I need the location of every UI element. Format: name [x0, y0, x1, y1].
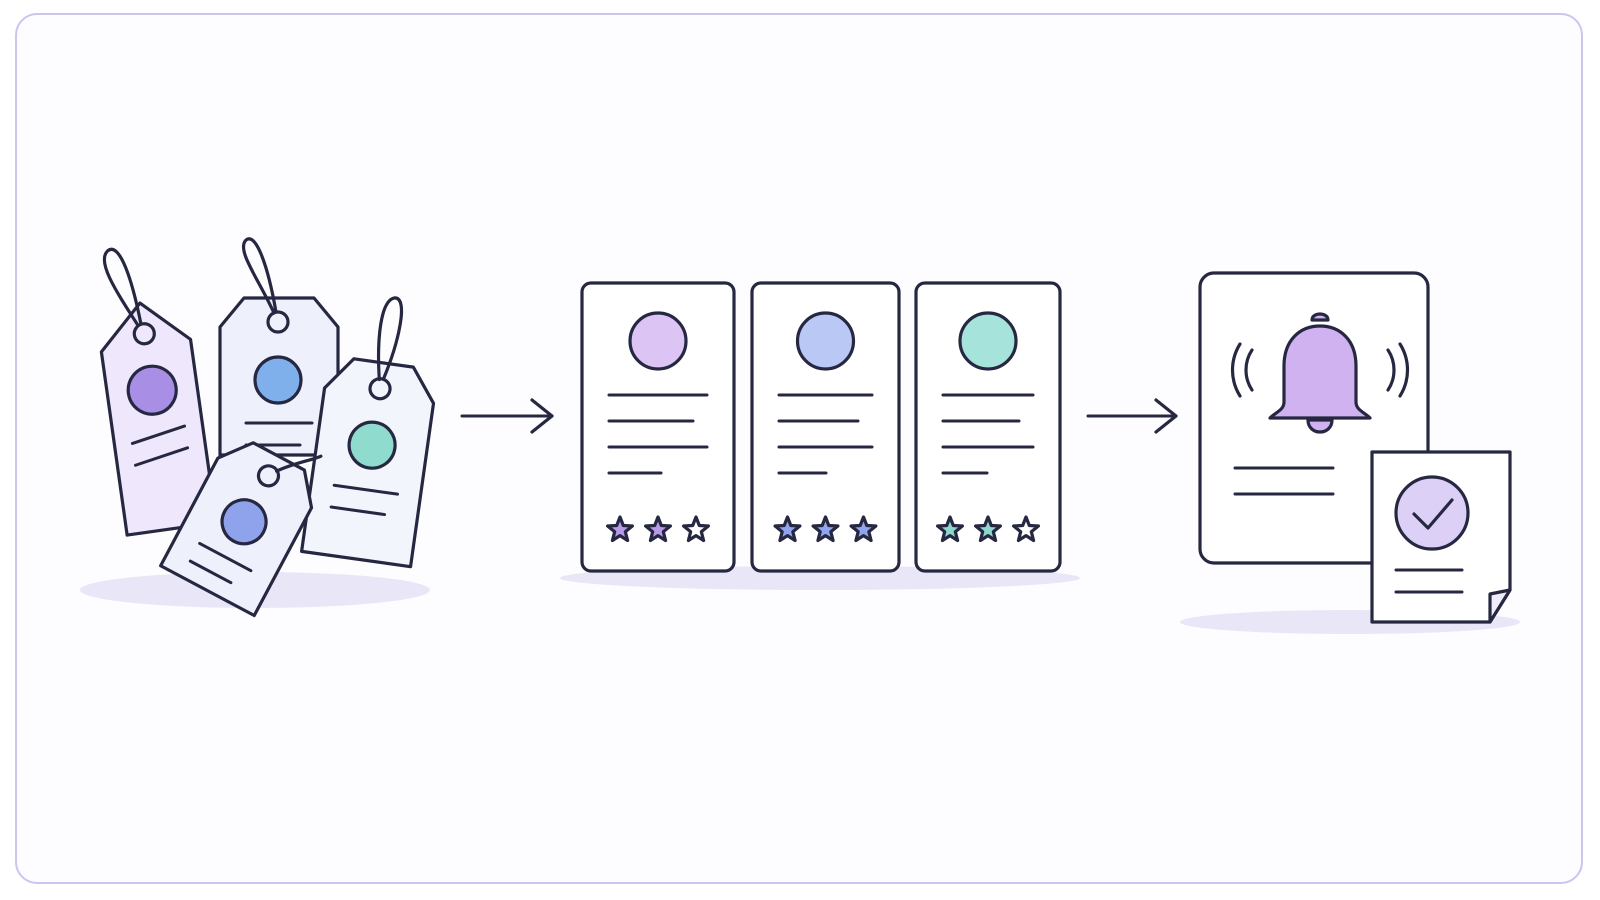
star-filled-icon — [974, 515, 1002, 543]
tag-outline — [99, 301, 218, 537]
tag-hole — [132, 322, 156, 346]
star-filled-icon — [773, 515, 802, 543]
tag-dot — [126, 364, 178, 416]
tag-purple — [99, 247, 218, 537]
card-outline — [750, 281, 901, 573]
arrow-right-icon — [1086, 398, 1178, 434]
tag-string — [102, 247, 143, 328]
tag-periwinkle — [159, 441, 323, 618]
tag-hole — [266, 310, 290, 334]
notification-bell-icon — [1230, 312, 1410, 434]
check-circle — [1394, 475, 1470, 551]
review-cards-icon — [560, 281, 1080, 590]
star-filled-icon — [811, 515, 840, 543]
card-outline — [914, 281, 1062, 573]
star-empty-icon — [682, 515, 710, 543]
price-tags-icon — [80, 237, 436, 618]
review-card — [580, 281, 736, 573]
avatar-circle — [628, 311, 688, 371]
star-filled-icon — [644, 515, 672, 543]
star-filled-icon — [849, 515, 878, 543]
tag-dot — [253, 355, 303, 405]
arrow-right-icon — [460, 398, 554, 434]
avatar-circle — [958, 311, 1018, 371]
tag-string — [241, 237, 278, 315]
review-card — [914, 281, 1062, 573]
checkmark-document-icon — [1370, 450, 1512, 624]
avatar-circle — [795, 311, 856, 371]
tag-string — [376, 296, 404, 382]
star-empty-icon — [1012, 515, 1040, 543]
tag-hole — [368, 377, 392, 401]
check-mark — [1412, 498, 1454, 530]
star-filled-icon — [606, 515, 634, 543]
tag-dot — [220, 498, 268, 546]
card-outline — [580, 281, 736, 573]
tag-dot — [347, 420, 397, 470]
tag-blue — [218, 237, 340, 457]
tag-string — [275, 454, 323, 473]
star-filled-icon — [936, 515, 964, 543]
review-card — [750, 281, 901, 573]
tag-hole — [256, 464, 281, 488]
tag-teal — [300, 296, 436, 569]
